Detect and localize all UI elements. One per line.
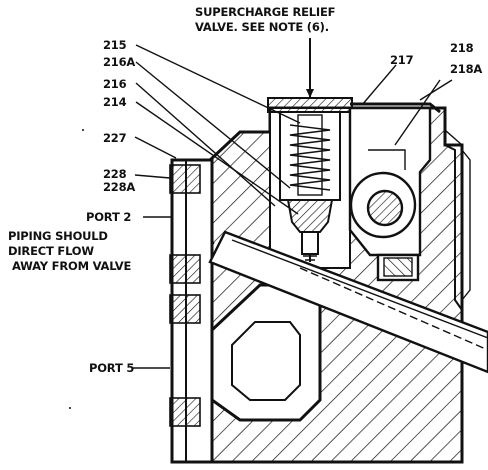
- tilted-plate: [208, 230, 488, 374]
- left-flange: [169, 158, 214, 464]
- port2-lower-block: [169, 254, 201, 284]
- port5-lower-block: [169, 397, 201, 427]
- relief-poppet: [286, 199, 334, 262]
- upper-bolt-block: [169, 164, 201, 194]
- relief-spring: [289, 124, 331, 191]
- callout-217: 217: [390, 53, 414, 67]
- piping-note-line1: PIPING SHOULD: [8, 229, 108, 243]
- callout-227: 227: [103, 131, 127, 145]
- callout-216a: 216A: [103, 55, 135, 69]
- piping-note-line2: DIRECT FLOW: [8, 244, 94, 258]
- callout-218: 218: [450, 41, 474, 55]
- shaft-cross-section: [366, 189, 404, 227]
- lower-plug: [376, 253, 420, 282]
- callout-228a: 228A: [103, 180, 135, 194]
- relief-note-line2: VALVE. SEE NOTE (6).: [195, 20, 329, 34]
- valve-cap: [267, 97, 353, 113]
- port2-label: PORT 2: [86, 210, 131, 224]
- callout-216: 216: [103, 77, 127, 91]
- leader-lines: [132, 38, 453, 369]
- callout-215: 215: [103, 38, 127, 52]
- port5-label: PORT 5: [89, 361, 134, 375]
- relief-note-line1: SUPERCHARGE RELIEF: [195, 5, 335, 19]
- callout-218a: 218A: [450, 62, 482, 76]
- port5-upper-block: [169, 294, 201, 324]
- callout-214: 214: [103, 95, 127, 109]
- callout-228: 228: [103, 167, 127, 181]
- shaft-bore: [348, 106, 432, 257]
- piping-note-line3: AWAY FROM VALVE: [12, 259, 131, 273]
